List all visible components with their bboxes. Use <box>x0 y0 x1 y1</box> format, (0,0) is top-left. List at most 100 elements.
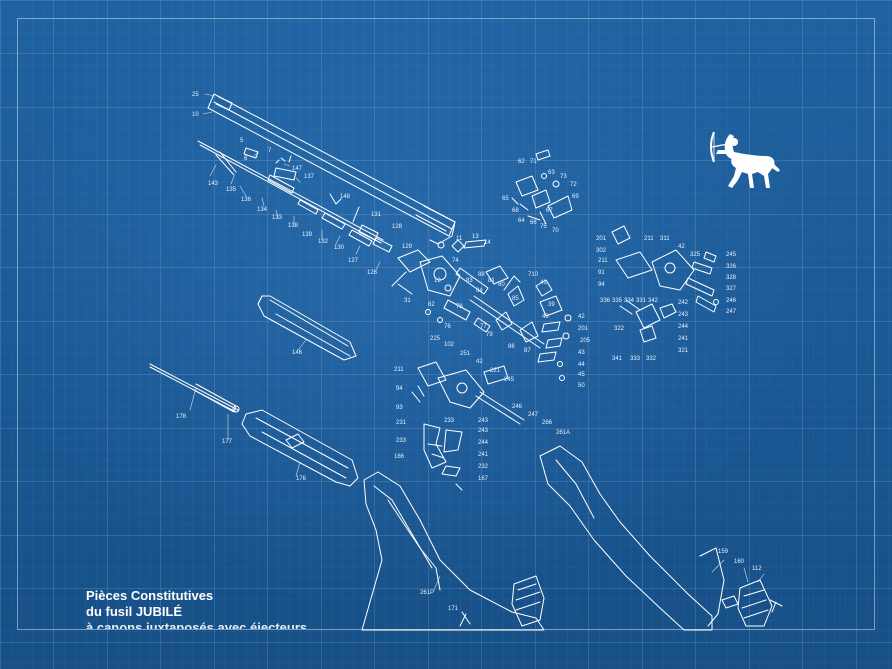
callout: 246 <box>726 298 737 304</box>
callout: 325 <box>690 252 701 258</box>
callout: 132 <box>318 239 329 245</box>
callout: 244 <box>478 440 489 446</box>
callout: 86 <box>508 344 515 350</box>
callout: 243 <box>478 428 489 434</box>
callout: 84 <box>476 288 483 294</box>
callout: 211 <box>598 258 608 264</box>
callout: 79 <box>486 332 493 338</box>
callout: 112 <box>752 566 762 572</box>
callout: 302 <box>596 248 607 254</box>
callout: 201 <box>578 326 589 332</box>
callout: 80 <box>498 282 505 288</box>
callout: 336 <box>600 298 611 304</box>
callout: 128 <box>392 224 403 230</box>
callout: 81 <box>488 278 495 284</box>
callout: 243 <box>478 418 489 424</box>
callout: 135 <box>226 187 237 193</box>
callout: 143 <box>208 181 219 187</box>
callout: 244 <box>678 324 689 330</box>
action-parts <box>391 239 572 381</box>
callout: 25 <box>192 92 199 98</box>
callout: 332 <box>646 356 657 362</box>
title-line-3: à canons juxtaposés avec éjecteurs <box>86 620 308 629</box>
callout: 710 <box>528 272 539 278</box>
callout: 87 <box>524 348 531 354</box>
callout: 13 <box>472 234 479 240</box>
callout: 69 <box>572 194 579 200</box>
callout: 341 <box>612 356 623 362</box>
callout: 261A <box>556 430 570 436</box>
barrels <box>207 93 456 249</box>
callout: 127 <box>348 258 359 264</box>
callout: 39 <box>548 302 555 308</box>
callout: 62 <box>518 159 525 165</box>
callout: 311 <box>660 236 670 242</box>
callout: 67 <box>546 208 553 214</box>
callout: 42 <box>678 244 685 250</box>
callout: 328 <box>726 275 737 281</box>
callout: 334 <box>624 298 635 304</box>
forend-176 <box>241 409 359 487</box>
callout: 176 <box>296 476 307 482</box>
title-line-2: du fusil JUBILÉ <box>86 604 183 619</box>
callout: 64 <box>518 218 525 224</box>
callout: 44 <box>578 362 585 368</box>
leader-lines <box>189 93 765 591</box>
callout: 74 <box>452 258 459 264</box>
callout: 233 <box>396 438 407 444</box>
callout: 126 <box>367 270 378 276</box>
callout: 133 <box>272 215 283 221</box>
stock-left <box>361 471 545 631</box>
callout: 211 <box>394 367 404 373</box>
callout: 251 <box>460 351 471 357</box>
callout: 43 <box>578 350 585 356</box>
callout: 166 <box>394 454 405 460</box>
callout: 41 <box>540 280 547 286</box>
callout: 326 <box>726 264 737 270</box>
callout: 247 <box>726 309 737 315</box>
callout: 342 <box>648 298 659 304</box>
callout: 88 <box>478 272 485 278</box>
callout: 233 <box>444 418 455 424</box>
callout: 241 <box>678 336 689 342</box>
callout: 73 <box>560 174 567 180</box>
callout: 11 <box>456 236 463 242</box>
callout: 42 <box>578 314 585 320</box>
callout: 331 <box>636 298 647 304</box>
callout: 247 <box>528 412 539 418</box>
callout: 94 <box>598 282 605 288</box>
title-line-1: Pièces Constitutives <box>86 588 214 603</box>
callout: 266 <box>542 420 553 426</box>
callout: 93 <box>396 405 403 411</box>
centaur-archer-logo <box>710 131 780 188</box>
callout: 130 <box>334 245 345 251</box>
callout: 63 <box>548 170 555 176</box>
callout: 211 <box>644 236 654 242</box>
callout: 148 <box>340 194 351 200</box>
callout: 139 <box>302 232 313 238</box>
callout-labels: 25 10 5 6 7 147 137 143 135 136 134 133 … <box>176 92 762 612</box>
trigger-group-lower <box>411 361 525 491</box>
callout: 72 <box>570 182 577 188</box>
callout: 131 <box>371 212 382 218</box>
rod-178 <box>149 363 240 413</box>
callout: 94 <box>396 386 403 392</box>
callout: 71 <box>530 159 537 165</box>
callout: 138 <box>288 223 299 229</box>
callout: 70 <box>552 228 559 234</box>
callout: 177 <box>222 439 233 445</box>
forend-146 <box>257 295 357 361</box>
callout: 31 <box>404 298 411 304</box>
callout: 245 <box>726 252 737 258</box>
callout: 136 <box>241 197 252 203</box>
trigger-group-right <box>611 225 719 343</box>
callout: 14 <box>484 240 491 246</box>
callout: 91 <box>598 270 605 276</box>
callout: 171 <box>448 606 459 612</box>
callout: 146 <box>292 350 303 356</box>
callout: 335 <box>612 298 623 304</box>
callout: 85 <box>512 296 519 302</box>
callout: 65 <box>502 196 509 202</box>
